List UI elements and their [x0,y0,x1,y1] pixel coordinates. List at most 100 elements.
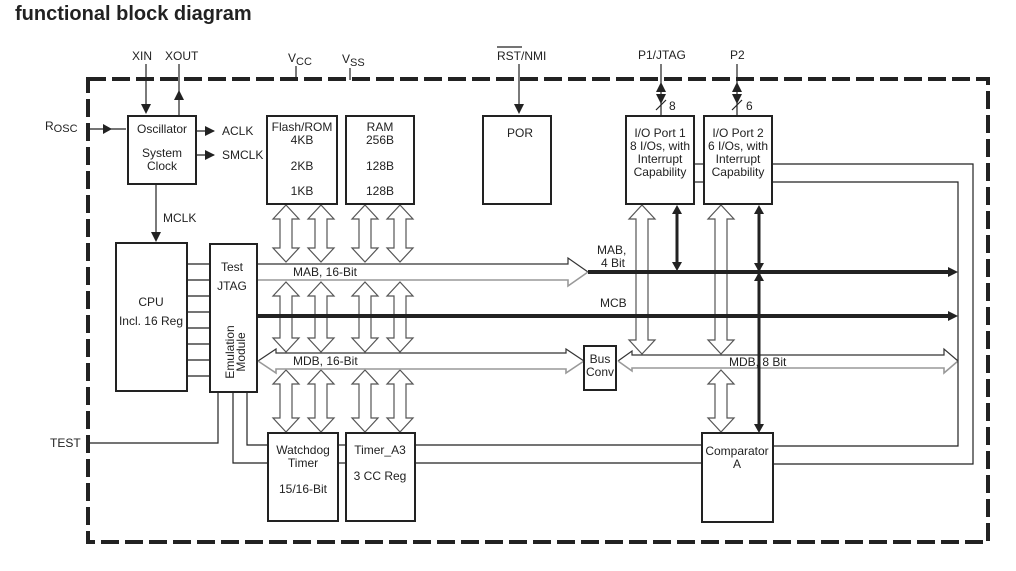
ram-mdb-arrow [385,204,415,263]
pin-p2: 6 P2 [730,48,753,116]
svg-text:MCB: MCB [600,296,627,310]
svg-text:Incl. 16 Reg: Incl. 16 Reg [119,314,183,328]
svg-text:15/16-Bit: 15/16-Bit [279,482,328,496]
io-port-1-block: I/O Port 1 8 I/Os, with Interrupt Capabi… [625,115,695,205]
svg-text:Watchdog: Watchdog [276,443,330,457]
cpu-emulation-links [187,263,210,377]
bus-mcb: MCB [258,296,958,321]
svg-text:P1/JTAG: P1/JTAG [638,48,686,62]
ram-mab-arrow [350,204,380,263]
bus-mab-16: MAB, 16-Bit [258,256,589,288]
svg-text:8: 8 [669,99,676,113]
svg-text:Capability: Capability [634,165,687,179]
por-block: POR [482,115,552,205]
bus-converter-block: Bus Conv [583,345,617,391]
svg-text:256B: 256B [366,133,394,147]
svg-text:VCC: VCC [288,51,312,68]
svg-text:Flash/ROM: Flash/ROM [272,120,333,134]
svg-text:Comparator: Comparator [705,444,768,458]
svg-text:Emulation: Emulation [223,325,237,378]
svg-text:Capability: Capability [712,165,765,179]
svg-text:6 I/Os, with: 6 I/Os, with [708,139,768,153]
timer-mdb-arrow [350,369,380,433]
wdt-mab-arrow [306,369,336,433]
signal-aclk: ACLK [196,124,253,138]
svg-text:JTAG: JTAG [217,279,247,293]
pin-xin: XIN [132,49,152,114]
io2-bus-link [754,205,764,433]
io-interrupt-line-2 [772,181,959,447]
pin-test: TEST [50,392,219,450]
svg-text:3 CC Reg: 3 CC Reg [354,469,407,483]
svg-text:Bus: Bus [590,352,611,366]
vertical-bus-arrows [271,204,736,433]
emulation-module-block: Test JTAG Emulation Module [209,243,258,393]
watchdog-timer-block: Watchdog Timer 15/16-Bit [267,432,339,522]
svg-text:XIN: XIN [132,49,152,63]
svg-text:Interrupt: Interrupt [638,152,683,166]
svg-text:A: A [733,457,741,471]
io1-mdb-arrow [627,204,657,355]
signal-smclk: SMCLK [196,148,263,162]
page-title: functional block diagram [15,3,252,25]
bus-mdb-8: MDB, 8 Bit [617,347,959,375]
io2-mdb-arrow [706,204,736,355]
signal-mclk: MCLK [151,184,196,242]
svg-text:VSS: VSS [342,52,365,69]
svg-text:4KB: 4KB [291,133,314,147]
wdt-mdb-arrow [271,369,301,433]
svg-text:POR: POR [507,126,533,140]
svg-text:ACLK: ACLK [222,124,253,138]
comparator-mdb-arrow [706,369,736,433]
svg-text:Test: Test [221,260,244,274]
svg-text:System: System [142,146,182,160]
svg-text:1KB: 1KB [291,184,314,198]
pin-xout: XOUT [165,49,199,116]
svg-text:2KB: 2KB [291,159,314,173]
pin-rosc: ROSC [45,119,126,135]
svg-text:MAB, 16-Bit: MAB, 16-Bit [293,265,358,279]
svg-text:I/O Port 2: I/O Port 2 [712,126,764,140]
svg-text:Interrupt: Interrupt [716,152,761,166]
pin-vcc: VCC [288,51,312,80]
bus-mdb-16: MDB, 16-Bit [257,347,585,375]
flash-rom-block: Flash/ROM 4KB 2KB 1KB [266,115,338,205]
emu-wdt-line-2 [246,392,268,446]
timer-a3-block: Timer_A3 3 CC Reg [345,432,416,522]
emu-wdt-line-1 [232,392,268,464]
svg-text:Conv: Conv [586,365,614,379]
flash-mdb-arrow [306,204,336,263]
svg-text:CPU: CPU [138,295,163,309]
svg-text:TEST: TEST [50,436,81,450]
svg-text:128B: 128B [366,159,394,173]
svg-text:ROSC: ROSC [45,119,78,135]
svg-text:4 Bit: 4 Bit [601,256,626,270]
bus-mab-4: MAB, 4 Bit [588,243,958,277]
svg-text:Timer_A3: Timer_A3 [354,443,406,457]
flash-mab-arrow [271,204,301,263]
svg-text:SMCLK: SMCLK [222,148,263,162]
svg-text:6: 6 [746,99,753,113]
svg-text:XOUT: XOUT [165,49,199,63]
svg-text:MCLK: MCLK [163,211,196,225]
pin-rst-nmi: RST/NMI [497,46,546,114]
svg-text:Clock: Clock [147,159,178,173]
svg-text:128B: 128B [366,184,394,198]
cpu-block: CPU Incl. 16 Reg [115,242,188,392]
ram-block: RAM 256B 128B 128B [345,115,415,205]
io-port-2-block: I/O Port 2 6 I/Os, with Interrupt Capabi… [703,115,773,205]
oscillator-block: Oscillator System Clock [127,115,197,185]
svg-text:Module: Module [234,332,248,372]
svg-text:I/O Port 1: I/O Port 1 [634,126,686,140]
svg-text:RAM: RAM [367,120,394,134]
svg-text:Oscillator: Oscillator [137,122,187,136]
svg-text:MDB, 16-Bit: MDB, 16-Bit [293,354,358,368]
io-interrupt-line-1 [772,163,974,465]
io1-mab-link [672,205,682,271]
svg-text:P2: P2 [730,48,745,62]
pin-p1-jtag: 8 P1/JTAG [638,48,686,116]
svg-text:RST/NMI: RST/NMI [497,49,546,63]
svg-text:Timer: Timer [288,456,318,470]
timer-mab-arrow [385,369,415,433]
